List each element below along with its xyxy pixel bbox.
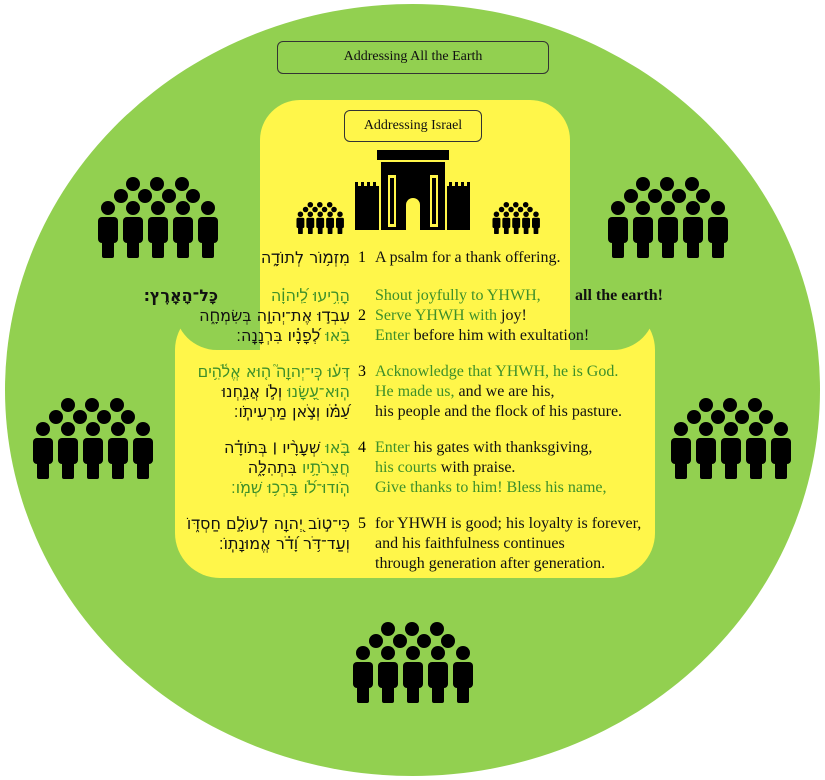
english-segment: He made us, <box>375 383 459 400</box>
hebrew-line: בֹּ֥אוּ לְ֝פָנָ֗יו בִּרְנָנָֽה׃ <box>236 326 350 346</box>
hebrew-line: הֽוּא־עָ֭שָׂנוּ וְלֹ֣ו אֲנַ֑חְנוּ <box>222 382 350 402</box>
english-line: his courts with praise. <box>375 458 515 478</box>
english-segment: with praise. <box>440 459 516 476</box>
addressing-israel-label: Addressing Israel <box>344 110 482 142</box>
english-line: his people and the flock of his pasture. <box>375 402 622 422</box>
english-segment: his courts <box>375 459 441 476</box>
english-line: Serve YHWH with joy! <box>375 306 527 326</box>
english-line: Give thanks to him! Bless his name, <box>375 478 607 498</box>
small-crowd-icon-right <box>490 200 542 234</box>
english-segment: for YHWH is good; his loyalty is forever… <box>375 515 642 532</box>
hebrew-line: דְּע֗וּ כִּֽי־יְהוָה֮ ה֤וּא אֱלֹ֫הִ֥ים <box>198 362 350 382</box>
english-line: Enter before him with exultation! <box>375 326 589 346</box>
hebrew-segment: חֲצֵרֹתָ֥יו <box>296 458 350 477</box>
hebrew-segment: בִּתְהִלָּ֑ה <box>247 458 297 477</box>
english-segment: and his faithfulness continues <box>375 535 565 552</box>
english-line: Acknowledge that YHWH, he is God. <box>375 362 618 382</box>
hebrew-line: וְעַד־דֹּ֥ר וָ֝דֹ֗ר אֱמוּנָתֽוֹ׃ <box>219 534 350 554</box>
hebrew-line: עִבְד֣וּ אֶת־יְהוָ֣ה בְּשִׂמְחָ֑ה <box>199 306 350 326</box>
hebrew-segment: בֹּ֤אוּ <box>320 438 350 457</box>
hebrew-segment: לְ֝פָנָ֗יו בִּרְנָנָֽה׃ <box>236 326 321 345</box>
crowd-icon-top-right <box>605 172 730 258</box>
hebrew-segment: וְעַד־דֹּ֥ר וָ֝דֹ֗ר אֱמוּנָתֽוֹ׃ <box>218 534 350 553</box>
english-line: He made us, and we are his, <box>375 382 555 402</box>
verse-number: 1 <box>358 249 366 266</box>
verse-number: 4 <box>358 439 366 456</box>
hebrew-segment: דְּע֗וּ כִּֽי־יְהוָה֮ ה֤וּא אֱלֹ֫הִ֥ים <box>197 362 350 381</box>
hebrew-line: כִּי־ט֣וֹב יְ֭הוָה לְעוֹלָ֣ם חַסְדּ֑וֹ <box>187 514 350 534</box>
english-all-the-earth: all the earth! <box>575 287 663 304</box>
english-line: Shout joyfully to YHWH, <box>375 286 541 306</box>
hebrew-all-the-earth: כָּל־הָאָֽרֶץ׃ <box>143 286 218 305</box>
english-segment: Give thanks to him! Bless his name, <box>375 479 607 496</box>
hebrew-segment: שְׁעָרָ֨יו ׀ בְּתֹודָ֗ה <box>223 438 321 457</box>
hebrew-segment: וְלֹ֣ו אֲנַ֑חְנוּ <box>221 382 283 401</box>
earth-notch-left <box>175 270 260 350</box>
english-segment: Enter <box>375 327 414 344</box>
hebrew-segment: עַ֝מֹּ֗ו וְצֹ֣אן מַרְעִיתֹֽו׃ <box>233 402 350 421</box>
crowd-icon-top-left <box>95 172 220 258</box>
small-crowd-icon-left <box>294 200 346 234</box>
crowd-icon-mid-left <box>30 393 155 479</box>
hebrew-segment: עִבְד֣וּ אֶת־יְהוָ֣ה <box>251 306 350 325</box>
english-line: for YHWH is good; his loyalty is forever… <box>375 514 641 534</box>
english-segment: his people and the flock of his pasture. <box>375 403 623 420</box>
english-line: A psalm for a thank offering. <box>375 248 560 268</box>
israel-area-join <box>260 300 570 360</box>
hebrew-line: הָרִ֥יעוּ לַֽ֝יהוָ֗ה <box>271 286 350 306</box>
hebrew-segment: הֽוּא־עָ֭שָׂנוּ <box>282 382 350 401</box>
hebrew-line: עַ֝מֹּ֗ו וְצֹ֣אן מַרְעִיתֹֽו׃ <box>234 402 350 422</box>
english-segment: before him with exultation! <box>413 327 590 344</box>
verse-number: 5 <box>358 515 366 532</box>
english-segment: and we are his, <box>458 383 555 400</box>
hebrew-line: מִזְמ֥וֹר לְתוֹדָ֑ה <box>261 248 350 268</box>
verse-number: 3 <box>358 363 366 380</box>
crowd-icon-mid-right <box>668 393 793 479</box>
english-segment: joy! <box>501 307 527 324</box>
temple-icon <box>355 150 470 230</box>
addressing-all-earth-label: Addressing All the Earth <box>277 41 549 74</box>
hebrew-line: הֹֽודוּ־לֹ֝ו בָּרְכ֥וּ שְׁמֹֽו׃ <box>231 478 350 498</box>
english-segment: his gates with thanksgiving, <box>413 439 593 456</box>
english-segment: Serve YHWH with <box>375 307 502 324</box>
hebrew-segment: בְּשִׂמְחָ֑ה <box>199 306 252 325</box>
crowd-icon-bottom <box>350 617 475 703</box>
hebrew-segment: הֹֽודוּ־לֹ֝ו בָּרְכ֥וּ שְׁמֹֽו׃ <box>230 478 350 497</box>
english-segment: Enter <box>375 439 414 456</box>
hebrew-line: חֲצֵרֹתָ֥יו בִּתְהִלָּ֑ה <box>248 458 350 478</box>
english-line: through generation after generation. <box>375 554 605 574</box>
english-segment: through generation after generation. <box>375 555 606 572</box>
earth-notch-right <box>570 270 655 350</box>
hebrew-segment: הָרִ֥יעוּ לַֽ֝יהוָ֗ה <box>270 286 350 305</box>
verse-number: 2 <box>358 307 366 324</box>
hebrew-segment: כִּי־ט֣וֹב יְ֭הוָה לְעוֹלָ֣ם חַסְדּ֑וֹ <box>186 514 350 533</box>
hebrew-segment: בֹּ֥אוּ <box>320 326 350 345</box>
english-line: Enter his gates with thanksgiving, <box>375 438 592 458</box>
english-segment: Shout joyfully to YHWH, <box>375 287 541 304</box>
english-segment: A psalm for a thank offering. <box>375 249 561 266</box>
english-segment: Acknowledge that YHWH, he is God. <box>375 363 619 380</box>
hebrew-line: בֹּ֤אוּ שְׁעָרָ֨יו ׀ בְּתֹודָ֗ה <box>224 438 350 458</box>
hebrew-segment: מִזְמ֥וֹר לְתוֹדָ֑ה <box>260 248 350 267</box>
english-line: and his faithfulness continues <box>375 534 565 554</box>
